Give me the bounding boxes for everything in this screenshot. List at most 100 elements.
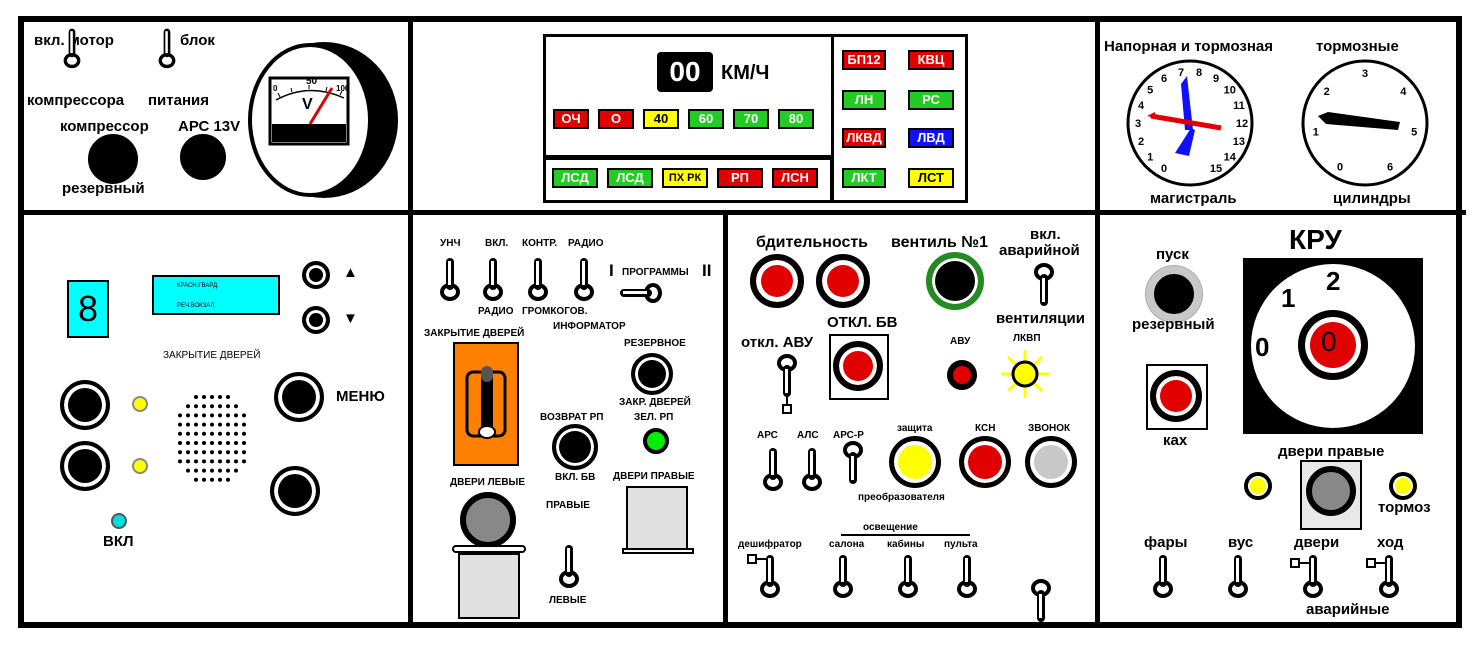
return-rp-button[interactable] [552, 424, 598, 470]
lamp-lsn: ЛСН [772, 168, 818, 188]
grille-dot [178, 459, 182, 464]
als-toggle[interactable] [801, 446, 823, 492]
kah-button[interactable] [1150, 370, 1202, 422]
green-rp-label: ЗЕЛ. РП [634, 412, 674, 423]
vus-toggle[interactable] [1227, 553, 1249, 599]
informer-button-3[interactable] [270, 466, 320, 516]
station-current: КРАСН.ГВАРД. [177, 283, 219, 289]
doors-close-label-2: ЗАКРЫТИЕ ДВЕРЕЙ [424, 328, 525, 339]
kontr-label: КОНТР. [522, 238, 558, 249]
voltmeter-scale-50: 50 [306, 76, 318, 87]
grille-dot [202, 468, 206, 473]
green-rp-lamp [643, 428, 669, 454]
bell-label: ЗВОНОК [1028, 423, 1071, 434]
right-label: ПРАВЫЕ [546, 500, 590, 511]
grille-dot [226, 404, 230, 409]
extra-toggle[interactable] [1030, 578, 1052, 624]
gauge-tick-label: 15 [1210, 163, 1222, 175]
right-left-toggle[interactable] [558, 543, 580, 589]
gauge-tick-label: 4 [1138, 100, 1145, 112]
doors-left-button[interactable] [460, 492, 516, 548]
move-emerg-toggle[interactable] [1366, 553, 1403, 599]
cabin-light-toggle[interactable] [897, 553, 919, 599]
bell-button[interactable] [1025, 436, 1077, 488]
salon-light-toggle[interactable] [832, 553, 854, 599]
toggle-motor-switch[interactable] [61, 27, 83, 69]
valve-1-button[interactable] [926, 252, 984, 310]
kah-frame [1146, 364, 1208, 430]
lkvp-lamp [1001, 350, 1049, 398]
grille-dot [218, 468, 222, 473]
lamp-o: О [598, 109, 634, 129]
grille-dot [210, 431, 214, 436]
grille-dot [234, 404, 238, 409]
informer-button-1[interactable] [60, 380, 110, 430]
als-label: АЛС [797, 430, 819, 441]
headlights-toggle[interactable] [1152, 553, 1174, 599]
gauge-tick-label: 1 [1313, 127, 1319, 139]
toggle-block-switch[interactable] [156, 27, 178, 69]
power-label: питания [148, 92, 210, 109]
grille-dot [218, 395, 222, 399]
programs-toggle[interactable] [618, 282, 662, 304]
emerg-vent-toggle[interactable] [1033, 262, 1055, 308]
ars-toggle[interactable] [762, 446, 784, 492]
grille-dot [218, 441, 222, 445]
off-avu-toggle[interactable] [776, 353, 798, 419]
gromkogov-label: ГРОМКОГОВ. [522, 306, 588, 317]
return-rp-label: ВОЗВРАТ РП [540, 412, 604, 423]
grille-dot [234, 459, 238, 464]
doors-right-kru-button[interactable] [1306, 466, 1356, 516]
doors-close-lever[interactable] [453, 342, 519, 466]
informator-toggle[interactable] [573, 256, 595, 302]
compressor-reserve-button[interactable] [88, 134, 138, 184]
protect-label: защита [897, 423, 933, 434]
gauge-tick-label: 2 [1324, 86, 1330, 98]
voltmeter-unit: V [302, 96, 313, 113]
start-reserve-button[interactable] [1146, 266, 1202, 322]
lamp-lst: ЛСТ [908, 168, 954, 188]
programs-label: ПРОГРАММЫ [622, 267, 689, 278]
lamp-ln: ЛН [842, 90, 886, 110]
doors-emerg-toggle[interactable] [1290, 553, 1327, 599]
gauge2-title: тормозные [1316, 38, 1399, 55]
console-light-toggle[interactable] [956, 553, 978, 599]
unch-toggle[interactable] [439, 256, 461, 302]
grille-dot [218, 404, 222, 409]
kru-title: КРУ [1289, 224, 1342, 255]
grille-dot [234, 450, 238, 455]
station-up-button[interactable] [302, 261, 330, 289]
menu-button[interactable] [274, 372, 324, 422]
protect-button[interactable] [889, 436, 941, 488]
gauge-tick-label: 9 [1213, 73, 1219, 85]
grille-dot [178, 422, 182, 427]
grille-dot [218, 431, 222, 436]
station-down-button[interactable] [302, 306, 330, 334]
off-bv-button[interactable] [833, 341, 883, 391]
decoder-toggle[interactable] [747, 553, 784, 599]
reserve-doors-label: ЗАКР. ДВЕРЕЙ [619, 397, 691, 408]
reserve-doors-button[interactable] [631, 353, 673, 395]
grille-dot [194, 413, 198, 418]
grille-dot [210, 477, 214, 482]
kru-key[interactable] [1298, 310, 1368, 380]
grille-dot [194, 395, 198, 399]
grille-dot [226, 450, 230, 455]
radio-toggle[interactable] [482, 256, 504, 302]
vigilance-button-2[interactable] [816, 254, 870, 308]
gauge-tick-label: 2 [1138, 136, 1144, 148]
grille-dot [242, 422, 246, 427]
ars-r-toggle[interactable] [842, 440, 864, 486]
station-next: РЕЧ.ВОКЗАЛ [177, 303, 215, 309]
doors-right-kru-label: двери правые [1278, 443, 1385, 460]
grille-dot [226, 459, 230, 464]
control-toggle[interactable] [527, 256, 549, 302]
grille-dot [178, 441, 182, 445]
vigilance-button-1[interactable] [750, 254, 804, 308]
ksn-button[interactable] [959, 436, 1011, 488]
brake-label: тормоз [1378, 499, 1431, 516]
grille-dot [202, 395, 206, 399]
informer-button-2[interactable] [60, 441, 110, 491]
ars-13v-button[interactable] [180, 134, 226, 180]
voltmeter-scale-0: 0 [273, 84, 278, 93]
